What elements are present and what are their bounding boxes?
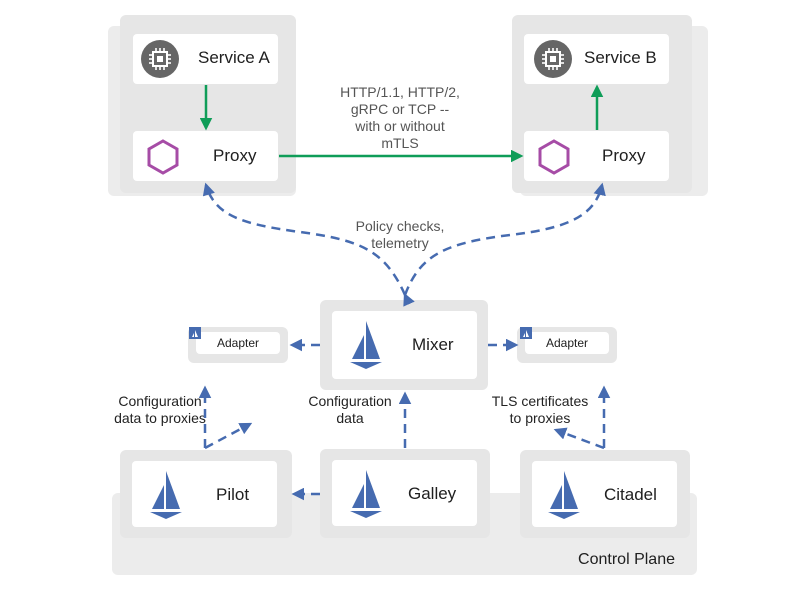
service-a-title: Service A [198, 48, 270, 67]
galley-note: Configuration data [298, 393, 402, 427]
istio-badge-icon [520, 327, 532, 339]
citadel-diagonal-arrow [553, 427, 605, 450]
istio-sail-icon [346, 468, 386, 525]
pilot-label: Pilot [216, 485, 250, 504]
pilot-diagonal-arrow [204, 422, 253, 450]
note-line: TLS certificates [491, 393, 589, 409]
note-line: data [336, 410, 364, 426]
note-line: Configuration [308, 393, 392, 409]
service-a-box[interactable]: Service A [133, 34, 278, 84]
chip-icon [534, 40, 572, 78]
service-b-title: Service B [584, 48, 657, 67]
citadel-label: Citadel [604, 485, 657, 504]
proxy-hexagon-icon [536, 138, 572, 181]
pilot-note: Configuration data to proxies [100, 393, 220, 427]
note-line: gRPC or TCP -- [350, 101, 450, 117]
service-a-proxy[interactable]: Proxy [133, 131, 278, 181]
proxy-label: Proxy [213, 146, 257, 165]
istio-sail-icon [544, 469, 584, 526]
adapter-right[interactable]: Adapter [525, 332, 609, 354]
mixer-label: Mixer [412, 335, 454, 354]
galley-label: Galley [408, 484, 457, 503]
note-line: data to proxies [114, 410, 206, 426]
istio-badge-icon [189, 327, 201, 339]
note-line: to proxies [509, 410, 571, 426]
note-line: Configuration [118, 393, 202, 409]
note-line: HTTP/1.1, HTTP/2, [340, 84, 460, 100]
mixer-box[interactable]: Mixer [332, 311, 477, 379]
galley-box[interactable]: Galley [332, 460, 477, 526]
proxy-hexagon-icon [145, 138, 181, 181]
note-line: Policy checks, [355, 218, 445, 234]
istio-sail-icon [346, 319, 386, 376]
adapter-label: Adapter [216, 336, 260, 350]
note-line: with or without [355, 118, 445, 134]
traffic-protocol-note: HTTP/1.1, HTTP/2, gRPC or TCP -- with or… [320, 84, 480, 152]
chip-icon [141, 40, 179, 78]
citadel-box[interactable]: Citadel [532, 461, 677, 527]
istio-sail-icon [146, 469, 186, 526]
note-line: telemetry [371, 235, 429, 251]
proxy-label: Proxy [602, 146, 646, 165]
note-line: mTLS [381, 135, 419, 151]
service-b-box[interactable]: Service B [524, 34, 669, 84]
adapter-left[interactable]: Adapter [196, 332, 280, 354]
service-b-proxy[interactable]: Proxy [524, 131, 669, 181]
pilot-box[interactable]: Pilot [132, 461, 277, 527]
control-plane-title: Control Plane [578, 551, 675, 568]
adapter-label: Adapter [545, 336, 589, 350]
citadel-note: TLS certificates to proxies [480, 393, 600, 427]
policy-note: Policy checks, telemetry [340, 218, 460, 252]
